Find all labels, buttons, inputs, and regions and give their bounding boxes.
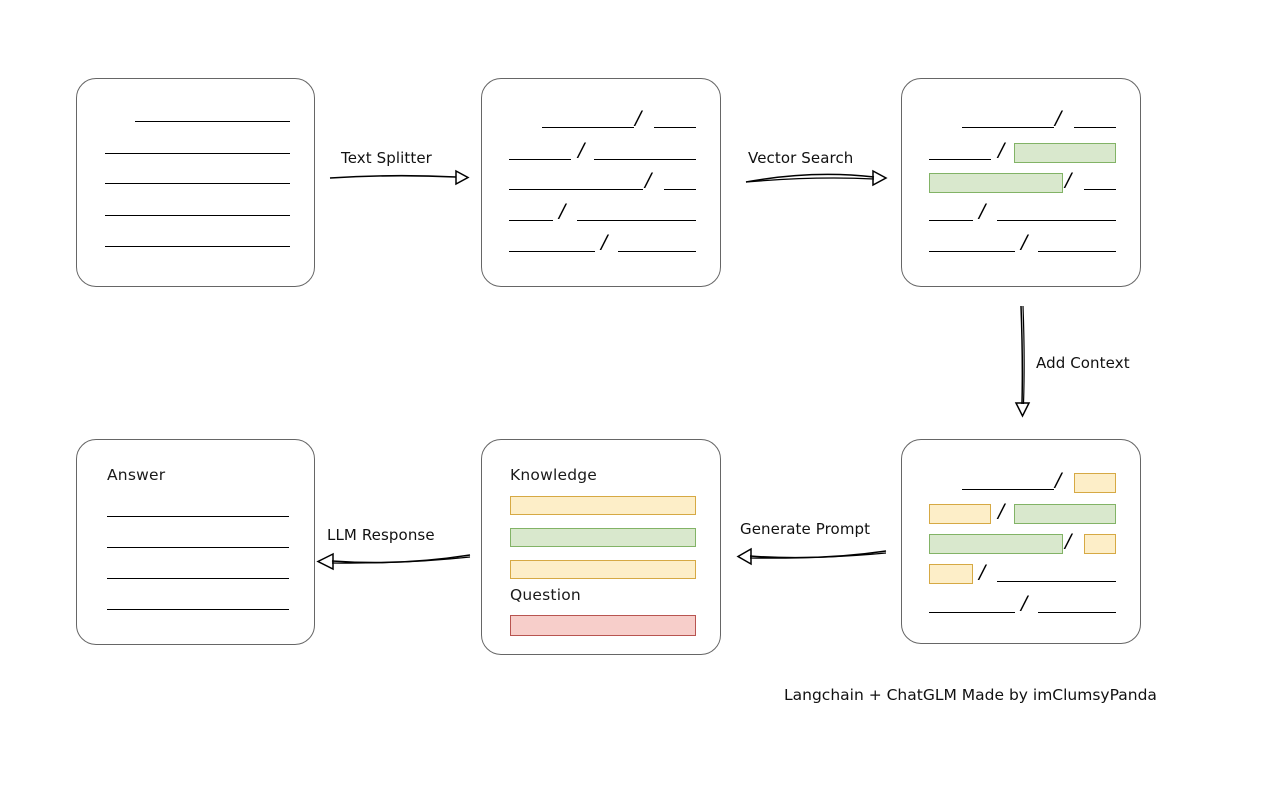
context-chunk-highlight (1084, 534, 1116, 554)
document-line (105, 183, 290, 184)
edge-label-add-context: Add Context (1036, 354, 1130, 372)
chunk-segment (1074, 127, 1116, 128)
chunk-separator: / (601, 231, 608, 253)
chunk-segment (509, 159, 571, 160)
node-prompt[interactable]: Knowledge Question (481, 439, 721, 655)
retrieved-chunk-highlight (1014, 143, 1116, 163)
chunk-segment (997, 220, 1116, 221)
answer-line (107, 516, 289, 517)
chunk-separator: / (979, 561, 986, 583)
edge-label-llm-response: LLM Response (327, 526, 435, 544)
question-chip (510, 615, 696, 636)
chunk-segment (1038, 251, 1116, 252)
retrieved-chunk-highlight (929, 534, 1063, 554)
document-line (105, 215, 290, 216)
chunk-separator: / (578, 139, 585, 161)
chunk-segment (962, 127, 1054, 128)
chunk-segment (509, 251, 595, 252)
chunk-segment (929, 251, 1015, 252)
chunk-separator: / (559, 200, 566, 222)
chunk-separator: / (1055, 107, 1062, 129)
knowledge-chip (510, 560, 696, 579)
edge-label-text-splitter: Text Splitter (341, 149, 432, 167)
document-line (135, 121, 290, 122)
retrieved-chunk-highlight (929, 173, 1063, 193)
chunk-segment (1084, 189, 1116, 190)
chunk-segment (962, 489, 1054, 490)
arrow-generate-prompt (736, 547, 887, 566)
question-label: Question (510, 586, 581, 604)
knowledge-label: Knowledge (510, 466, 598, 484)
chunk-segment (1038, 612, 1116, 613)
chunk-separator: / (979, 200, 986, 222)
chunk-segment (509, 220, 553, 221)
node-retrieved-chunks[interactable]: / / / / / (901, 78, 1141, 287)
node-source-document[interactable] (76, 78, 315, 287)
chunk-separator: / (1021, 592, 1028, 614)
document-line (105, 246, 290, 247)
arrow-text-splitter (329, 169, 470, 186)
context-chunk-highlight (929, 504, 991, 524)
node-context-chunks[interactable]: / / / / / (901, 439, 1141, 644)
context-chunk-highlight (929, 564, 973, 584)
chunk-separator: / (998, 500, 1005, 522)
chunk-segment (542, 127, 634, 128)
chunk-separator: / (645, 169, 652, 191)
answer-line (107, 547, 289, 548)
chunk-segment (577, 220, 696, 221)
arrow-vector-search (745, 169, 888, 187)
knowledge-chip (510, 528, 696, 547)
footer-credit: Langchain + ChatGLM Made by imClumsyPand… (784, 686, 1157, 704)
chunk-separator: / (635, 107, 642, 129)
edge-label-vector-search: Vector Search (748, 149, 854, 167)
chunk-separator: / (1055, 469, 1062, 491)
edge-label-generate-prompt: Generate Prompt (740, 520, 871, 538)
chunk-segment (654, 127, 696, 128)
arrow-add-context (1014, 305, 1031, 418)
chunk-separator: / (1065, 169, 1072, 191)
answer-label: Answer (107, 466, 166, 484)
chunk-segment (929, 612, 1015, 613)
knowledge-chip (510, 496, 696, 515)
chunk-segment (509, 189, 643, 190)
chunk-segment (618, 251, 696, 252)
chunk-segment (594, 159, 696, 160)
chunk-separator: / (1065, 530, 1072, 552)
node-answer[interactable]: Answer (76, 439, 315, 645)
document-line (105, 153, 290, 154)
node-split-chunks[interactable]: / / / / / (481, 78, 721, 287)
retrieved-chunk-highlight (1014, 504, 1116, 524)
answer-line (107, 609, 289, 610)
answer-line (107, 578, 289, 579)
chunk-segment (929, 159, 991, 160)
context-chunk-highlight (1074, 473, 1116, 493)
chunk-segment (929, 220, 973, 221)
chunk-segment (664, 189, 696, 190)
chunk-separator: / (1021, 231, 1028, 253)
arrow-llm-response (316, 552, 471, 571)
chunk-segment (997, 581, 1116, 582)
chunk-separator: / (998, 139, 1005, 161)
